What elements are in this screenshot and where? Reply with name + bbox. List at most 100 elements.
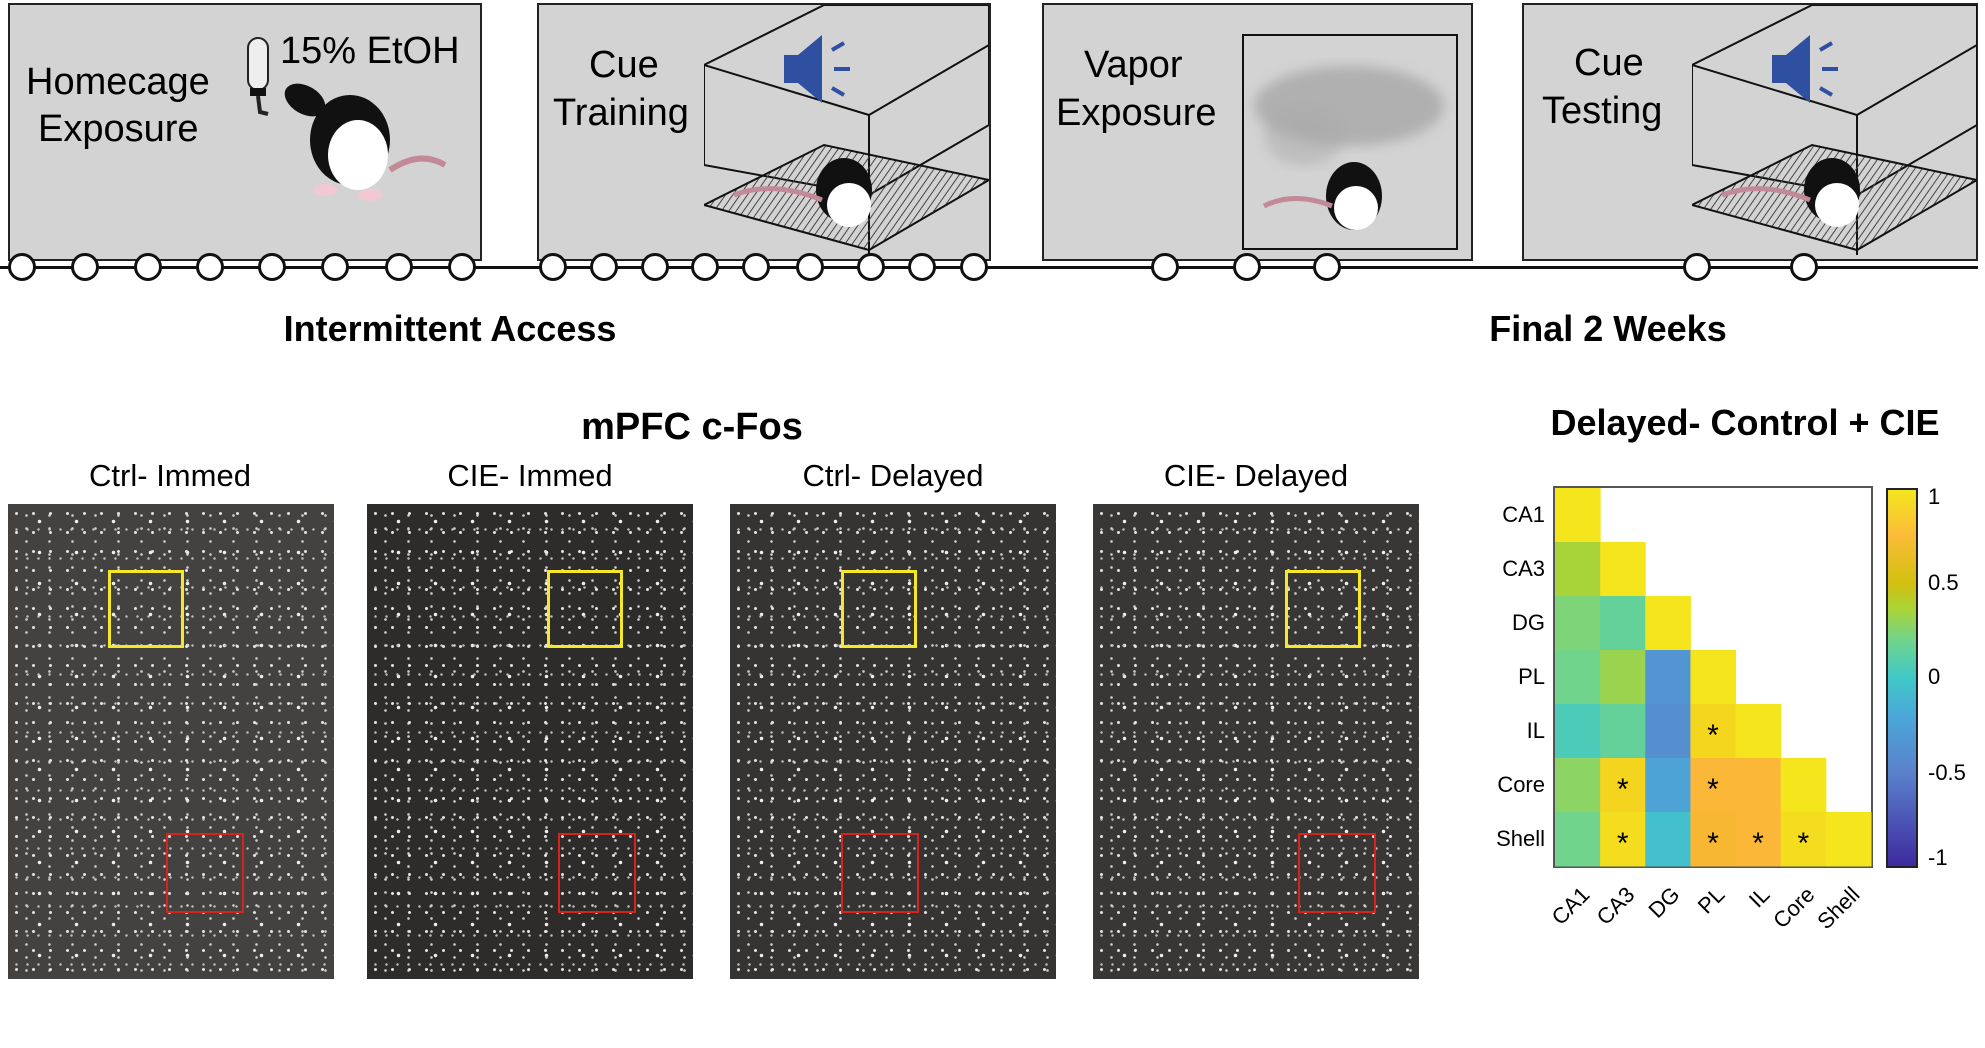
roi-red (841, 833, 919, 913)
micrograph-ctrl-immed (8, 504, 334, 979)
heatmap-cell (1555, 596, 1601, 651)
rat-drinking-bottle-icon (247, 37, 447, 201)
roi-red (558, 833, 636, 913)
panel-title-ctrl-delayed: Ctrl- Delayed (802, 458, 984, 493)
heatmap-row-label: DG (1512, 610, 1545, 635)
micrograph-cie-immed (367, 504, 693, 979)
session-marker (590, 253, 618, 281)
test-chamber-icon (1692, 5, 1977, 255)
heatmap-cell (1555, 758, 1601, 813)
session-marker (908, 253, 936, 281)
roi-yellow (841, 570, 917, 648)
session-marker (134, 253, 162, 281)
roi-yellow (1285, 570, 1361, 648)
session-marker (539, 253, 567, 281)
heatmap-row-label: IL (1526, 718, 1545, 743)
session-marker (742, 253, 770, 281)
heatmap-row-label: PL (1518, 664, 1545, 689)
session-marker (321, 253, 349, 281)
heatmap-cell (1600, 542, 1646, 597)
session-marker (71, 253, 99, 281)
phase-label-final-weeks: Final 2 Weeks (1489, 308, 1727, 349)
cfos-title: mPFC c-Fos (581, 406, 803, 448)
heatmap-plot: * * * * * * * (1553, 486, 1873, 868)
session-marker (1790, 253, 1818, 281)
significance-marker: * (1707, 719, 1719, 752)
significance-marker: * (1617, 827, 1629, 860)
vapor-chamber (1242, 34, 1458, 250)
significance-marker: * (1752, 827, 1764, 860)
stage-homecage-exposure: Homecage Exposure 15% EtOH (8, 3, 482, 261)
colorbar-tick: 0.5 (1928, 570, 1959, 595)
heatmap-cell (1600, 596, 1646, 651)
heatmap-cell (1600, 758, 1646, 813)
stage-label-line2: Training (553, 92, 689, 134)
heatmap-cell (1645, 596, 1691, 651)
panel-title-ctrl-immed: Ctrl- Immed (89, 458, 251, 493)
heatmap-cell (1690, 812, 1737, 867)
session-marker (641, 253, 669, 281)
session-marker (857, 253, 885, 281)
session-marker (691, 253, 719, 281)
micrograph-ctrl-delayed (730, 504, 1056, 979)
session-marker (196, 253, 224, 281)
heatmap-cell (1690, 650, 1737, 705)
roi-red (166, 833, 244, 913)
colorbar-tick: -0.5 (1928, 760, 1966, 785)
session-marker (8, 253, 36, 281)
stage-label-line2: Exposure (1056, 92, 1217, 134)
heatmap-cell (1735, 812, 1782, 867)
heatmap-cell (1735, 704, 1782, 759)
heatmap-cell (1555, 650, 1601, 705)
heatmap-cell (1645, 758, 1691, 813)
colorbar-tick: 1 (1928, 484, 1941, 509)
heatmap-row-label: CA3 (1502, 556, 1545, 581)
conditioning-chamber-icon (704, 5, 989, 255)
session-marker (960, 253, 988, 281)
heatmap-cell (1825, 812, 1872, 867)
session-marker (258, 253, 286, 281)
heatmap-row-label: CA1 (1502, 502, 1545, 527)
significance-marker: * (1617, 773, 1629, 806)
heatmap-cell (1690, 758, 1737, 813)
heatmap-cell (1645, 704, 1691, 759)
colorbar-tick: 0 (1928, 664, 1941, 689)
colorbar (1886, 488, 1918, 868)
session-marker (448, 253, 476, 281)
heatmap-cell (1555, 542, 1601, 597)
heatmap-cell (1690, 704, 1737, 759)
session-marker (1683, 253, 1711, 281)
roi-yellow (108, 570, 184, 648)
heatmap-cell (1780, 812, 1827, 867)
heatmap-row-label: Shell (1496, 826, 1545, 851)
heatmap-row-label: Core (1497, 772, 1545, 797)
micrograph-cie-delayed (1093, 504, 1419, 979)
heatmap-cell (1735, 758, 1782, 813)
stage-label-line1: Cue (1574, 42, 1644, 84)
heatmap-cell (1600, 704, 1646, 759)
stage-label-line2: Exposure (38, 108, 199, 150)
significance-marker: * (1797, 827, 1809, 860)
stage-label-line1: Cue (589, 44, 659, 86)
heatmap-cell (1600, 650, 1646, 705)
panel-title-cie-delayed: CIE- Delayed (1163, 458, 1349, 493)
session-marker (1151, 253, 1179, 281)
session-marker (796, 253, 824, 281)
stage-label-line2: Testing (1542, 90, 1663, 132)
heatmap-cell (1555, 704, 1601, 759)
significance-marker: * (1707, 827, 1719, 860)
ethanol-label: 15% EtOH (280, 30, 460, 72)
stage-vapor-exposure: Vapor Exposure (1042, 3, 1473, 261)
stage-label-line1: Homecage (26, 61, 210, 103)
colorbar-tick: -1 (1928, 845, 1948, 870)
speaker-icon (1772, 35, 1838, 103)
significance-marker: * (1707, 773, 1719, 806)
heatmap-cell (1555, 488, 1601, 543)
heatmap-cell (1645, 812, 1691, 867)
heatmap-title: Delayed- Control + CIE (1550, 402, 1940, 443)
panel-title-cie-immed: CIE- Immed (447, 458, 613, 493)
vapor-rat-icon (1254, 66, 1444, 230)
heatmap-cell (1780, 758, 1827, 813)
timeline-axis (0, 266, 1978, 269)
